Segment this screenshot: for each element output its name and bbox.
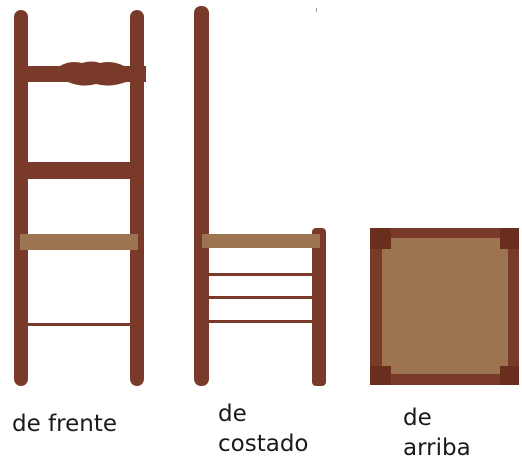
caption-front-view: de frente: [12, 409, 117, 439]
chair-front-view: [14, 10, 146, 386]
caption-side-line-1: de: [218, 401, 247, 427]
front-middle-rail: [24, 162, 136, 179]
top-seat-surface: [382, 238, 508, 374]
top-leg-top-right: [500, 228, 519, 249]
side-rung-1: [208, 273, 314, 276]
caption-side-line-2: costado: [218, 431, 309, 457]
side-front-leg: [312, 228, 326, 386]
front-top-rail: [24, 61, 146, 86]
top-leg-bottom-left: [370, 366, 391, 385]
caption-top-line-1: de: [403, 405, 432, 431]
front-lower-rung: [26, 323, 134, 326]
side-rung-2: [208, 296, 314, 299]
caption-top-view: de arriba: [403, 403, 471, 463]
caption-top-line-2: arriba: [403, 435, 471, 461]
caption-front-line-1: de frente: [12, 411, 118, 437]
chair-side-view: [194, 6, 326, 386]
side-back-leg: [194, 6, 209, 386]
chair-top-view: [370, 228, 519, 385]
caption-side-view: de costado: [218, 399, 308, 459]
top-leg-top-left: [370, 228, 391, 249]
stray-mark: [316, 8, 317, 12]
side-seat-edge: [202, 234, 320, 248]
front-seat-edge: [20, 234, 138, 250]
side-rung-3: [208, 320, 314, 323]
top-leg-bottom-right: [500, 366, 519, 385]
front-left-leg: [14, 10, 28, 386]
front-right-leg: [130, 10, 144, 386]
